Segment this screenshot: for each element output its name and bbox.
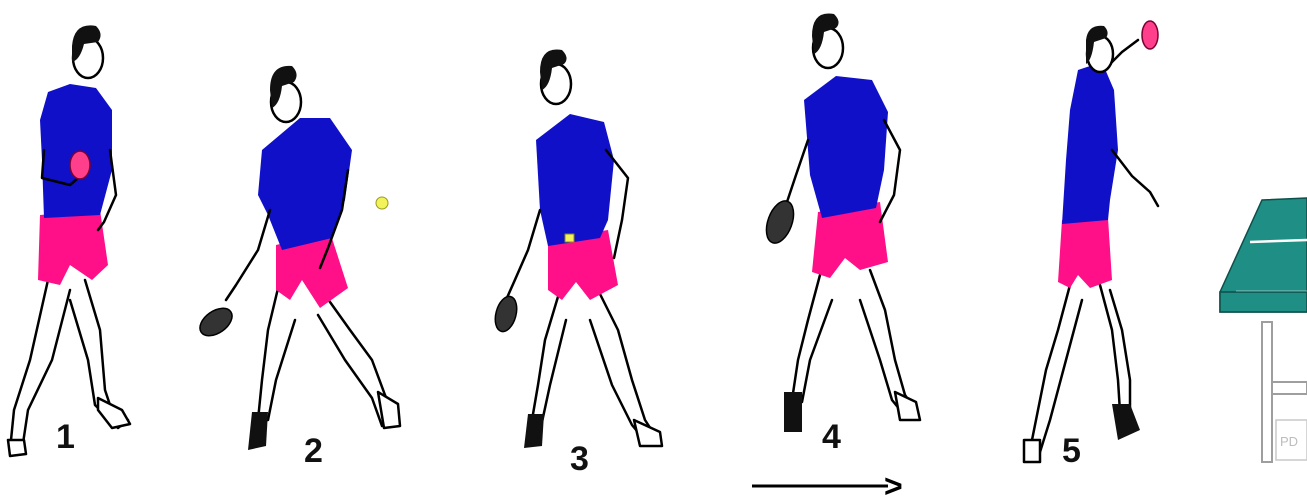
player-figure-2 (195, 66, 400, 450)
player-2-left-leg (258, 280, 295, 420)
player-1-shirt (40, 84, 112, 218)
player-2-left-shoe (248, 412, 268, 450)
direction-arrow-head: > (884, 468, 903, 499)
player-4-left-arm (786, 140, 808, 205)
player-figure-3 (492, 49, 662, 448)
table-crossbar (1272, 382, 1307, 394)
player-5-paddle (1142, 21, 1158, 49)
player-3-right-leg (590, 290, 658, 444)
player-5-left-shoe (1024, 440, 1040, 462)
player-5-left-leg (1030, 285, 1082, 452)
player-5-shorts (1058, 218, 1112, 288)
step-number-3: 3 (570, 440, 589, 478)
player-4-paddle (761, 197, 799, 247)
player-5-right-arm (1112, 150, 1158, 206)
ping-pong-table: PD (1220, 198, 1307, 462)
player-2-paddle (195, 303, 237, 342)
ball (376, 197, 388, 209)
player-2-left-arm (226, 210, 270, 300)
step-number-5: 5 (1062, 432, 1081, 470)
player-figure-4 (761, 13, 920, 432)
step-number-2: 2 (304, 432, 323, 470)
player-1-paddle (70, 151, 90, 179)
player-1-right-shoe (98, 398, 130, 428)
table-panel-label: PD (1280, 434, 1298, 449)
player-3-left-arm (506, 210, 540, 300)
player-4-left-leg (792, 275, 832, 402)
player-1-shorts (38, 210, 108, 285)
player-4-shirt (804, 76, 888, 218)
player-5-shirt (1062, 62, 1118, 224)
player-3-left-shoe (524, 414, 544, 448)
player-3-left-leg (532, 290, 566, 422)
table-edge (1220, 292, 1307, 312)
step-number-1: 1 (56, 418, 75, 456)
player-3-paddle (492, 294, 521, 334)
player-4-right-shoe (895, 392, 920, 420)
player-5-right-leg (1100, 285, 1130, 412)
step-number-4: 4 (822, 418, 841, 456)
player-3-belt-buckle (565, 234, 574, 242)
player-1-left-shoe (8, 440, 26, 456)
table-leg (1262, 322, 1272, 462)
player-4-left-shoe (784, 392, 802, 432)
player-3-shirt (536, 114, 614, 246)
player-4-right-leg (860, 270, 915, 416)
player-2-shirt (258, 118, 352, 250)
player-5-right-shoe (1112, 404, 1140, 440)
player-figure-5 (1024, 21, 1158, 462)
player-figure-1 (8, 25, 130, 456)
